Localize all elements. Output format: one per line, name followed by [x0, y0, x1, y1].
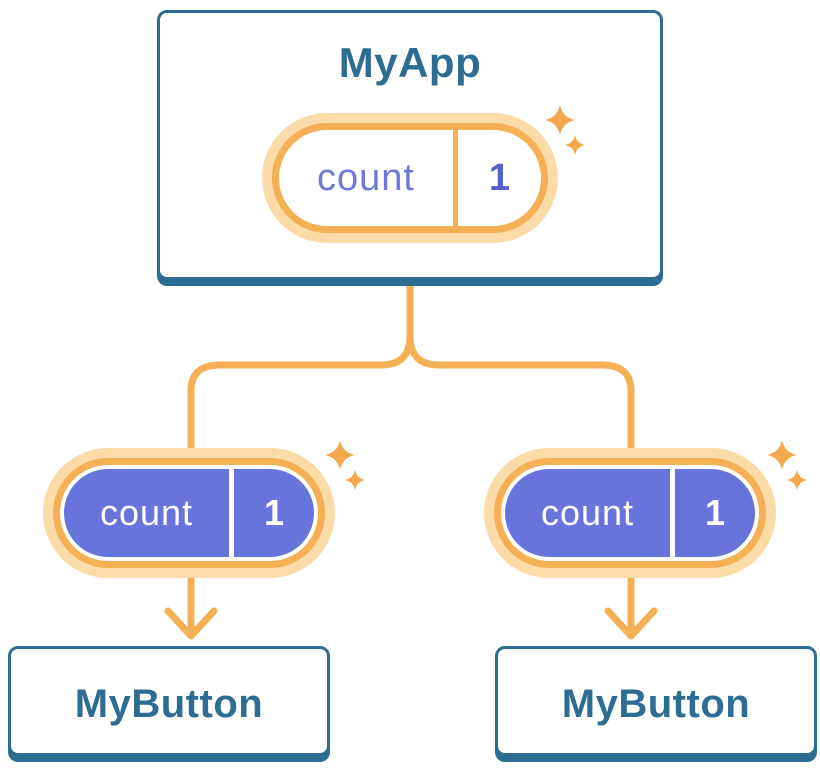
branch-right-line	[406, 283, 635, 450]
pill-divider	[229, 469, 234, 557]
sparkle-large-icon	[545, 105, 575, 135]
arrow-down-right-icon	[604, 572, 658, 640]
sparkle-small-icon	[345, 470, 365, 490]
sparkle-large-icon	[325, 440, 355, 470]
state-name-label: count	[317, 156, 415, 199]
state-value-label: 1	[704, 492, 726, 533]
left-child-state-pill: count 1	[43, 448, 335, 578]
state-name-label: count	[99, 492, 194, 533]
mybutton-left-component-box: MyButton	[8, 646, 330, 756]
sparkle-small-icon	[787, 470, 807, 490]
sparkle-large-icon	[767, 440, 797, 470]
state-name-label: count	[540, 492, 635, 533]
mybutton-right-component-box: MyButton	[495, 646, 817, 756]
state-value-label: 1	[488, 156, 511, 199]
state-value-label: 1	[263, 492, 285, 533]
right-child-state-pill: count 1	[484, 448, 776, 578]
root-component-title: MyApp	[338, 39, 482, 86]
pill-divider	[670, 469, 675, 557]
left-child-state-pill-body: count 1	[53, 458, 325, 568]
branch-left-line	[187, 283, 414, 450]
arrow-down-left-icon	[164, 572, 218, 640]
right-child-state-pill-body: count 1	[494, 458, 766, 568]
root-state-pill-body: count 1	[272, 123, 548, 233]
pill-divider	[453, 130, 458, 226]
sparkle-small-icon	[565, 135, 585, 155]
child-component-title: MyButton	[561, 681, 751, 726]
root-state-pill: count 1	[262, 113, 558, 243]
child-component-title: MyButton	[74, 681, 264, 726]
